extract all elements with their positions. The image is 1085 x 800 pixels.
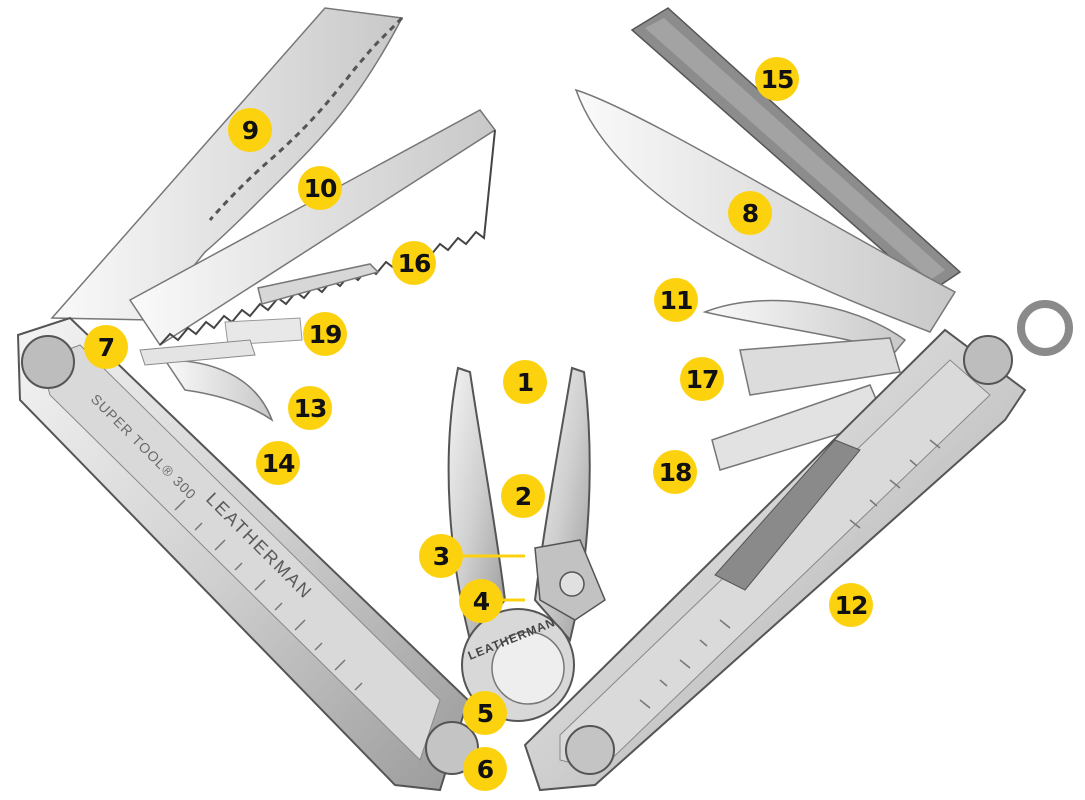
left-pivot-top: [21, 335, 75, 389]
callout-2: 2: [501, 474, 545, 518]
serration-edge: [208, 16, 404, 221]
blade-17: [739, 337, 901, 396]
callout-10: 10: [298, 166, 342, 210]
wire-cutter-screw: [559, 571, 585, 597]
serrated-blade: [50, 7, 404, 321]
right-ruler-ticks: [639, 439, 941, 709]
blade-11: [702, 299, 907, 353]
right-pivot-bottom: [565, 725, 615, 775]
callout-16: 16: [392, 241, 436, 285]
right-handle-slot: [714, 439, 861, 591]
left-ruler-ticks: [174, 499, 363, 691]
callout-11: 11: [654, 278, 698, 322]
callout-17: 17: [680, 357, 724, 401]
callout-13: 13: [288, 386, 332, 430]
callout-5: 5: [463, 691, 507, 735]
blade-14: [139, 339, 256, 366]
callout-15: 15: [755, 57, 799, 101]
callout-8: 8: [728, 191, 772, 235]
blade-19: [224, 317, 303, 346]
callout-6: 6: [463, 747, 507, 791]
callout-18: 18: [653, 450, 697, 494]
callout-4: 4: [459, 579, 503, 623]
callout-3: 3: [419, 534, 463, 578]
hook-blade-13: [163, 359, 274, 422]
callout-12: 12: [829, 583, 873, 627]
callout-7: 7: [84, 325, 128, 369]
callout-14: 14: [256, 441, 300, 485]
screwdriver-16: [257, 263, 380, 305]
pivot-hub-center: [491, 631, 565, 705]
right-pivot-top: [963, 335, 1013, 385]
lanyard-ring: [1017, 300, 1073, 356]
callout-9: 9: [228, 108, 272, 152]
left-handle-inner: [39, 344, 441, 761]
file-texture: [645, 18, 945, 280]
callout-1: 1: [503, 360, 547, 404]
callout-19: 19: [303, 312, 347, 356]
